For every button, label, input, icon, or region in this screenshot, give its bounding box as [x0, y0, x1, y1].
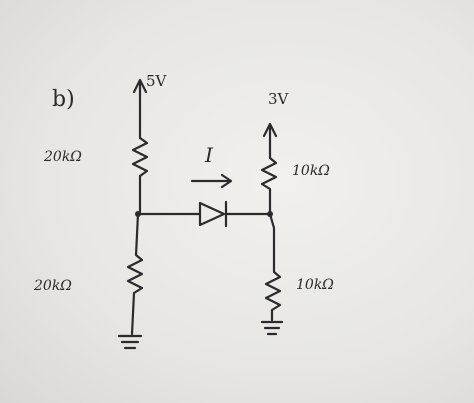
- left-bottom-resistor-label: 20kΩ: [33, 278, 72, 294]
- right-top-resistor-label: 10kΩ: [292, 163, 330, 179]
- left-supply-label: 5V: [146, 72, 168, 90]
- left-bottom-resistor: [126, 212, 144, 336]
- part-label: b): [52, 87, 75, 112]
- right-ground-symbol: [260, 320, 284, 336]
- left-ground-symbol: [117, 334, 143, 350]
- right-bottom-resistor-label: 10kΩ: [296, 277, 334, 293]
- left-top-resistor-label: 20kΩ: [43, 149, 82, 165]
- right-supply-label: 3V: [268, 90, 290, 108]
- diode-symbol: [198, 200, 228, 228]
- current-label: I: [204, 143, 214, 167]
- current-arrow: [190, 173, 233, 189]
- left-supply-arrow: [132, 78, 148, 128]
- right-bottom-resistor: [264, 212, 282, 322]
- right-supply-arrow: [262, 122, 278, 160]
- right-top-resistor: [260, 156, 278, 216]
- left-top-resistor: [131, 124, 149, 214]
